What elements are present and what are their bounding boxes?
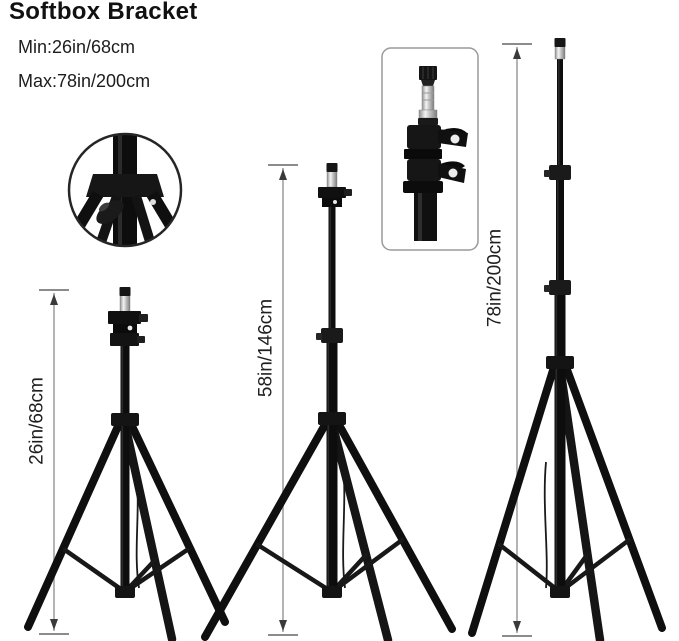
measure-label-mid: 58in/146cm <box>256 299 277 397</box>
bracket-zoom-box <box>381 47 479 251</box>
measure-arrow-mid: 58in/146cm <box>256 164 298 636</box>
light-stand-collapsed <box>24 287 229 641</box>
product-title: Softbox Bracket <box>9 0 198 25</box>
measure-label-min: 26in/68cm <box>27 377 48 465</box>
measure-label-max: 78in/200cm <box>485 229 506 327</box>
leg-hub-zoom-circle <box>67 132 183 248</box>
light-stand-half-extended <box>201 163 456 641</box>
min-height-text: Min:26in/68cm <box>18 37 136 57</box>
light-stand-fully-extended <box>468 38 666 641</box>
max-height-text: Max:78in/200cm <box>18 71 151 91</box>
zoom-circle-border <box>67 132 183 248</box>
measure-arrow-max: 78in/200cm <box>485 43 532 637</box>
bracket-closeup-image <box>403 66 468 241</box>
